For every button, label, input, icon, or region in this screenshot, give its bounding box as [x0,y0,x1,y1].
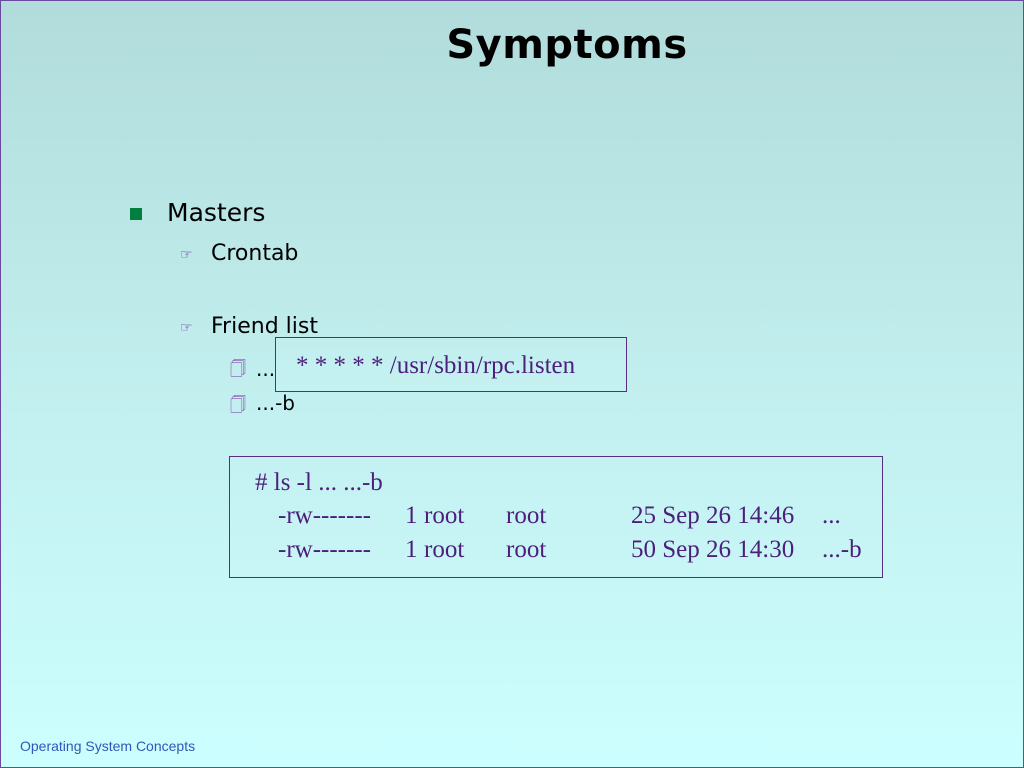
row2-links: 1 [405,536,418,563]
row2-owner: root [424,536,465,563]
row2-group: root [506,536,547,563]
ls-command: # ls -l ... ...-b [255,469,383,496]
bullet-hidden-file-a: ... [256,357,276,381]
row2-size-date: 50 Sep 26 14:30 [631,536,795,563]
row1-perms: -rw------- [278,502,371,529]
row1-name: ... [822,502,841,529]
cron-entry-callout: * * * * * /usr/sbin/rpc.listen [275,337,627,392]
notes-icon: 🗍 [230,359,246,378]
terminal-listing-callout: # ls -l ... ...-b -rw------- 1 root root… [229,456,883,578]
bullet-friend-list: Friend list [211,314,318,339]
slide-title: Symptoms [446,22,688,68]
row1-size-date: 25 Sep 26 14:46 [631,502,795,529]
row2-name: ...-b [822,536,862,563]
row1-group: root [506,502,547,529]
row1-links: 1 [405,502,418,529]
bullet-crontab: Crontab [211,241,299,266]
row1-owner: root [424,502,465,529]
row2-perms: -rw------- [278,536,371,563]
pointing-hand-icon: ☞ [180,320,193,336]
bullet-masters: Masters [167,198,266,227]
bullet-hidden-file-b: ...-b [256,391,295,415]
pointing-hand-icon: ☞ [180,247,193,263]
notes-icon: 🗍 [230,395,246,414]
slide-footer: Operating System Concepts [20,738,196,754]
square-bullet-icon [130,208,142,220]
